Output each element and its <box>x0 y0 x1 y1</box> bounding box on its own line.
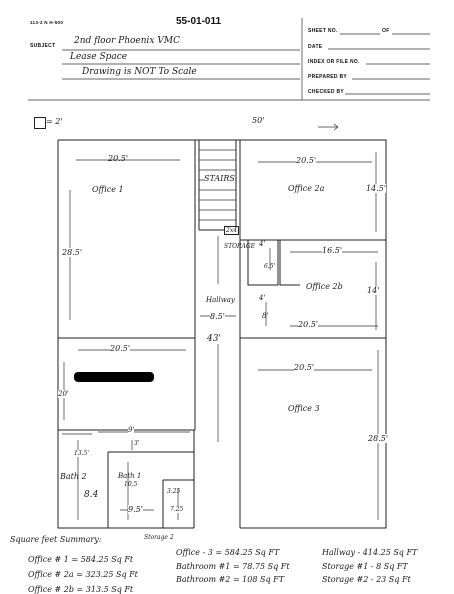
subject-line-3: Drawing is NOT To Scale <box>82 67 197 77</box>
storage-dim-8: 8' <box>262 312 269 320</box>
index-label: INDEX OR FILE NO. <box>308 59 360 65</box>
form-number: 55-01-011 <box>176 16 222 27</box>
subject-label: SUBJECT <box>30 43 56 49</box>
date-label: DATE <box>308 44 323 50</box>
summary-bath2: Bathroom #2 = 108 Sq FT <box>176 575 285 584</box>
office1-label: Office 1 <box>92 185 124 194</box>
of-label: OF <box>382 28 390 34</box>
hallway-label: Hallway <box>206 296 235 304</box>
closet-a: 3.25 <box>167 488 181 495</box>
bath2-width: 8.4 <box>84 490 99 500</box>
summary-title: Square feet Summary: <box>10 535 102 544</box>
office2b-label: Office 2b <box>306 282 343 291</box>
subject-line-1: 2nd floor Phoenix VMC <box>74 36 180 46</box>
sheet-label: SHEET NO. <box>308 28 338 34</box>
prepared-label: PREPARED BY <box>308 74 348 80</box>
office3-width: 20.5' <box>294 363 315 372</box>
bath1-w: 10.5 <box>124 481 138 488</box>
bath1-label: Bath 1 <box>118 472 142 480</box>
summary-hallway: Hallway - 414.25 Sq FT <box>322 548 418 557</box>
hallway-height: 43' <box>207 334 221 344</box>
scale-legend: = 2' <box>46 117 63 126</box>
office2a-label: Office 2a <box>288 184 325 193</box>
form-code: 113-2 N H-500 <box>30 20 64 25</box>
summary-office3: Office - 3 = 584.25 Sq FT <box>176 548 280 557</box>
summary-storage2: Storage #2 - 23 Sq Ft <box>322 575 411 584</box>
subject-line-2: Lease Space <box>70 52 128 62</box>
storage-dim-4a: 4' <box>259 240 266 248</box>
summary-storage1: Storage #1 - 8 Sq FT <box>322 562 408 571</box>
office3-label: Office 3 <box>288 404 320 413</box>
storage2-label: Storage 2 <box>144 534 174 541</box>
bath-3: 3' <box>134 440 140 447</box>
redacted-label <box>74 372 154 382</box>
office2b-width-bottom: 20.5' <box>298 320 319 329</box>
bath2-label: Bath 2 <box>60 472 87 481</box>
top-dimension: 50' <box>252 116 265 125</box>
middle-width: 20.5' <box>110 344 131 353</box>
office2a-width: 20.5' <box>296 156 317 165</box>
summary-office2a: Office # 2a = 323.25 Sq Ft <box>28 570 138 579</box>
closet-b: 7.25 <box>170 506 184 513</box>
storage-label: STORAGE <box>224 243 256 250</box>
bath2-height: 13.5' <box>74 450 90 457</box>
office2b-height: 14' <box>367 286 380 295</box>
office2b-width-top: 16.5' <box>322 246 343 255</box>
office3-height: 28.5' <box>368 434 389 443</box>
hallway-width: 8.5' <box>210 312 225 321</box>
stairs-label: STAIRS <box>204 174 235 183</box>
summary-bath1: Bathroom #1 = 78.75 Sq Ft <box>176 562 290 571</box>
checked-label: CHECKED BY <box>308 89 345 95</box>
office1-width: 20.5' <box>108 154 129 163</box>
office1-height: 28.5' <box>62 248 83 257</box>
scale-legend-box <box>34 117 46 129</box>
office2a-height: 14.5' <box>366 184 387 193</box>
summary-office2b: Office # 2b = 313.5 Sq Ft <box>28 585 134 594</box>
storage-dim-4b: 4' <box>259 294 266 302</box>
storage-dim-65: 6.5' <box>264 263 276 270</box>
middle-height: 20' <box>58 390 69 398</box>
bath1-height: 9.5' <box>128 505 143 514</box>
bath-width: 9' <box>128 426 135 434</box>
summary-office1: Office # 1 = 584.25 Sq Ft <box>28 555 134 564</box>
dim-2x4: 2x4 <box>224 226 240 235</box>
